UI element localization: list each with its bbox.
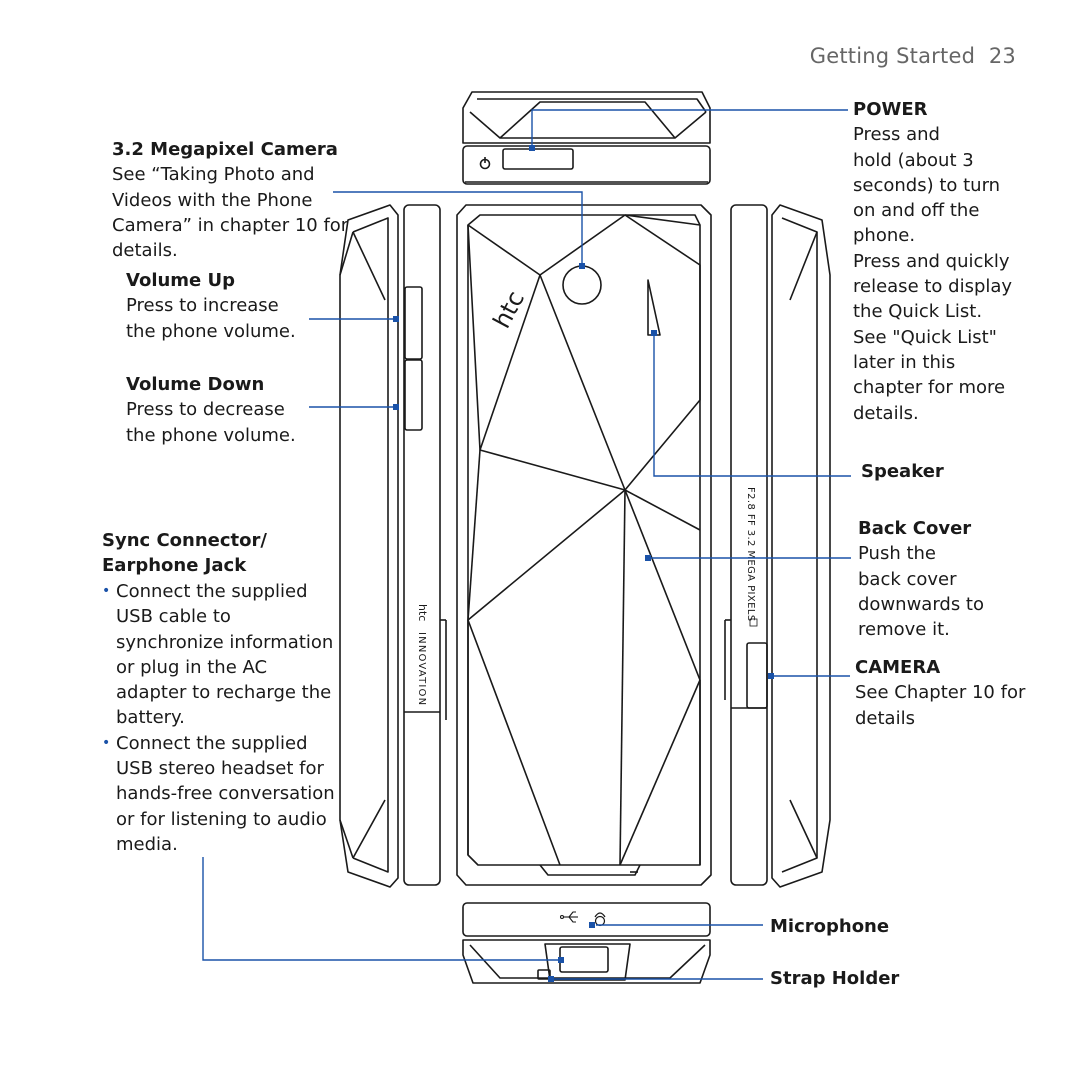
label-camera-line: Camera” in chapter 10 for <box>112 214 349 236</box>
label-power-line: later in this <box>853 351 956 373</box>
page-number: 23 <box>988 44 1016 68</box>
phone-left-side-outer <box>339 204 399 888</box>
callout-camera <box>333 191 583 266</box>
label-power-line: chapter for more <box>853 377 1006 399</box>
side-brand: INNOVATION <box>416 632 427 706</box>
label-power-line: See "Quick List" <box>853 326 997 348</box>
label-sync-title: Earphone Jack <box>102 555 247 577</box>
page-header: Getting Started 23 <box>810 44 1016 68</box>
label-sync-bullet: Connect the supplied USB cable to synchr… <box>102 579 335 731</box>
label-power-line: Press and <box>853 124 940 146</box>
label-sync-bullets: Connect the supplied USB cable to synchr… <box>102 579 335 857</box>
label-power-title: POWER <box>853 99 928 120</box>
label-camera-button-line: See Chapter 10 for <box>855 682 1026 704</box>
label-sync-bullet: Connect the supplied USB stereo headset … <box>102 731 335 857</box>
camera-spec-icon <box>749 618 758 627</box>
phone-left-side-inner <box>403 204 447 886</box>
label-back-cover-line: Push the <box>858 543 936 565</box>
label-power-line: hold (about 3 <box>853 149 974 171</box>
camera-key <box>746 642 768 709</box>
camera-lens <box>562 265 602 305</box>
label-sync-title: Sync Connector/ <box>102 530 267 551</box>
phone-bottom-view <box>462 902 711 984</box>
camera-spec-text: F2.8 FF 3.2 MEGA PIXELS <box>745 487 756 622</box>
label-microphone: Microphone <box>770 916 890 937</box>
phone-top-view <box>462 91 711 185</box>
label-volume-down-line: the phone volume. <box>126 424 296 446</box>
phone-back-view <box>456 204 712 886</box>
volume-down-key <box>404 359 423 431</box>
label-volume-up: Volume Up Press to increase the phone vo… <box>126 268 296 344</box>
speaker-slot <box>647 279 661 336</box>
strap-hole <box>537 969 551 980</box>
label-volume-down-line: Press to decrease <box>126 399 285 421</box>
label-camera-button: CAMERA See Chapter 10 for details <box>855 655 1025 731</box>
label-camera-line: Videos with the Phone <box>112 189 313 211</box>
label-camera-title: 3.2 Megapixel Camera <box>112 139 338 160</box>
label-back-cover-title: Back Cover <box>858 518 972 539</box>
label-power-line: the Quick List. <box>853 301 983 323</box>
callout-lines <box>202 109 851 980</box>
volume-up-key <box>404 286 423 360</box>
phone-right-side-inner <box>724 204 768 886</box>
label-power-line: release to display <box>853 276 1013 298</box>
label-power-line: phone. <box>853 225 916 247</box>
label-camera-button-title: CAMERA <box>855 657 941 678</box>
label-strap-holder: Strap Holder <box>770 968 900 989</box>
section-title: Getting Started <box>809 44 976 68</box>
power-icon <box>479 157 491 170</box>
label-camera-line: details. <box>112 240 178 262</box>
usb-icon <box>559 911 578 923</box>
headset-jack-icon <box>594 912 606 927</box>
label-camera-line: See “Taking Photo and <box>112 164 315 186</box>
label-sync: Sync Connector/ Earphone Jack <box>102 528 267 579</box>
back-logo: htc <box>488 286 530 333</box>
label-speaker: Speaker <box>861 461 944 482</box>
side-logo: htc <box>416 604 429 621</box>
phone-right-side-outer <box>771 204 831 888</box>
label-volume-up-title: Volume Up <box>126 270 236 291</box>
label-back-cover-line: remove it. <box>858 619 950 641</box>
label-power-line: Press and quickly <box>853 250 1010 272</box>
label-back-cover-line: back cover <box>858 568 957 590</box>
callout-sync <box>202 857 562 961</box>
label-power-line: details. <box>853 402 919 424</box>
label-volume-down: Volume Down Press to decrease the phone … <box>126 372 296 448</box>
label-camera: 3.2 Megapixel Camera See “Taking Photo a… <box>112 137 348 263</box>
callout-dots <box>393 145 774 982</box>
label-volume-up-line: Press to increase <box>126 295 279 317</box>
label-volume-up-line: the phone volume. <box>126 320 296 342</box>
label-camera-button-line: details <box>855 707 915 729</box>
label-power-line: on and off the <box>853 200 980 222</box>
label-power: POWER Press and hold (about 3 seconds) t… <box>853 97 1012 426</box>
label-power-line: seconds) to turn <box>853 174 1001 196</box>
label-volume-down-title: Volume Down <box>126 374 265 395</box>
sync-connector-port <box>559 946 609 973</box>
callout-speaker <box>653 334 851 477</box>
label-back-cover: Back Cover Push the back cover downwards… <box>858 516 984 642</box>
label-back-cover-line: downwards to <box>858 593 984 615</box>
callout-power <box>531 109 848 148</box>
